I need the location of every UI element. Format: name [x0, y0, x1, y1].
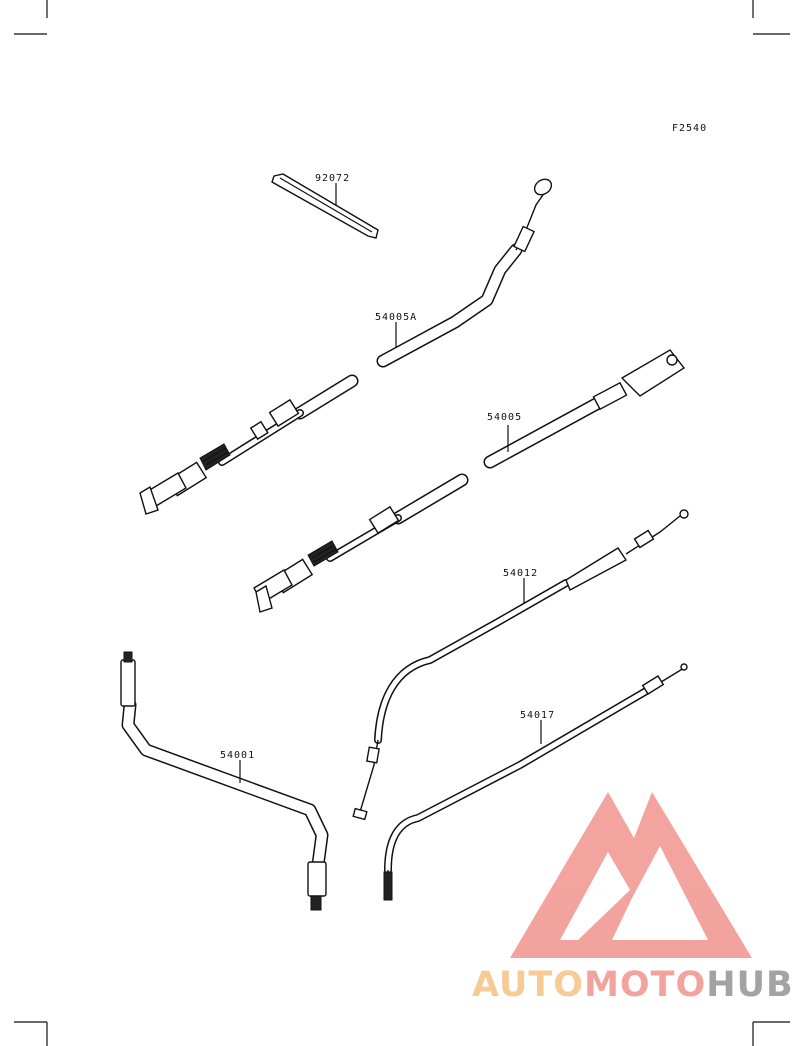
clutch-cable-part: 54012	[352, 509, 689, 821]
svg-text:AUTOMOTOHUB: AUTOMOTOHUB	[472, 965, 794, 1005]
callout-tie: 92072	[315, 173, 350, 184]
cable-tie-part: 92072	[271, 173, 379, 239]
throttle-cable-adjuster	[253, 473, 469, 613]
callout-throttle: 54005	[487, 412, 522, 423]
throttle-cable-a-part: 54005A	[375, 178, 553, 368]
callout-speedometer: 54001	[220, 750, 255, 761]
throttle-cable-a-adjuster	[139, 374, 359, 515]
crop-marks	[14, 0, 790, 1046]
choke-cable-part: 54017	[383, 663, 688, 901]
throttle-cable-part: 54005	[483, 349, 686, 469]
watermark-logo: AUTOMOTOHUB	[472, 792, 794, 1005]
callout-choke: 54017	[520, 710, 555, 721]
callout-throttle-a: 54005A	[375, 312, 417, 323]
watermark-moto: MOTO	[584, 965, 706, 1005]
watermark-hub: HUB	[706, 965, 793, 1005]
watermark-auto: AUTO	[472, 965, 584, 1005]
callout-clutch: 54012	[503, 568, 538, 579]
watermark-triangle	[510, 792, 752, 958]
speedometer-cable-part: 54001	[120, 651, 329, 911]
figure-code: F2540	[672, 123, 707, 134]
